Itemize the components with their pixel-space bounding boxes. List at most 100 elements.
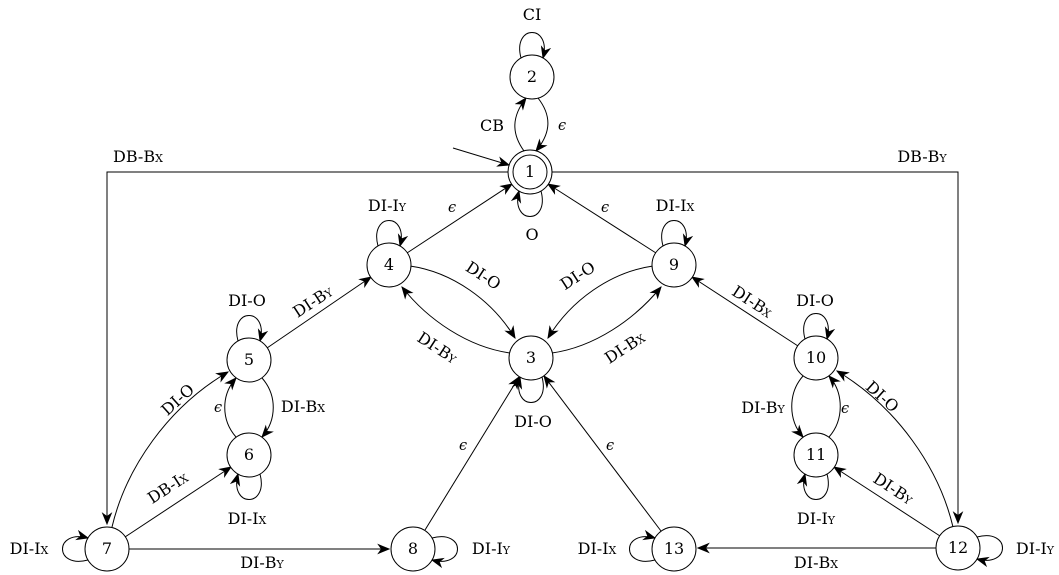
edge-12-to-12-label: DI-Iy — [1016, 539, 1055, 558]
edge-1-to-1 — [510, 189, 543, 217]
state-1: 1 — [507, 149, 553, 195]
edge-4-to-3-label: DI-O — [462, 257, 504, 293]
edge-7-to-8-label: DI-By — [240, 553, 284, 572]
edge-3-to-9 — [551, 286, 662, 354]
state-9-label: 9 — [669, 255, 679, 274]
edge-13-to-3-label: ϵ — [606, 438, 614, 454]
edge-12-to-12 — [975, 535, 1003, 568]
edge-10-to-10 — [803, 313, 836, 341]
edge-8-to-8-label: DI-Iy — [472, 539, 511, 558]
edge-6-to-5 — [224, 377, 237, 438]
state-6-label: 6 — [244, 445, 254, 464]
state-5-label: 5 — [244, 350, 254, 369]
edge-4-to-1 — [406, 183, 513, 254]
edge-7-to-5 — [111, 371, 230, 528]
edge-11-to-10 — [828, 375, 841, 438]
edge-9-to-9 — [661, 220, 694, 248]
edge-10-to-11-label: DI-By — [741, 398, 785, 417]
state-13: 13 — [651, 526, 697, 572]
state-4-label: 4 — [384, 255, 394, 274]
edge-9-to-3-label: DI-O — [557, 257, 599, 293]
state-13-label: 13 — [664, 539, 684, 558]
edge-3-to-3-label: DI-O — [514, 412, 552, 431]
state-12: 12 — [935, 525, 981, 571]
edge-6-to-6-label: DI-Ix — [228, 509, 267, 528]
edge-7-to-7 — [62, 529, 90, 562]
edge-7-to-6 — [124, 466, 232, 538]
edge-1-to-1-label: O — [525, 225, 538, 244]
edge-5-to-4 — [266, 276, 372, 349]
edge-5-to-6-label: DI-Bx — [281, 397, 325, 416]
edge-4-to-4 — [376, 220, 409, 248]
state-11: 11 — [793, 432, 839, 478]
edge-9-to-9-label: DI-Ix — [656, 196, 695, 215]
edge-3-to-4-label: DI-By — [414, 328, 462, 368]
edge-3-to-3 — [511, 375, 544, 403]
edge-2-to-1 — [535, 97, 549, 152]
state-9: 9 — [651, 242, 697, 288]
edge-11-to-10-label: ϵ — [841, 401, 849, 417]
edge-2-to-2-label: CI — [523, 5, 542, 24]
edge-1-to-12 — [552, 171, 964, 525]
edge-11-to-11-label: DI-Iy — [797, 509, 836, 528]
edge-11-to-11 — [796, 472, 829, 500]
edge-8-to-3-label: ϵ — [459, 438, 467, 454]
state-1-accepting-ring — [512, 154, 548, 190]
edge-12-to-11 — [833, 466, 941, 537]
edge-9-to-3 — [547, 265, 654, 340]
edge-1-to-7-label: DB-Bx — [113, 147, 163, 166]
state-1-label: 1 — [525, 162, 535, 181]
edge-5-to-5-label: DI-O — [228, 291, 266, 310]
state-10-label: 10 — [806, 348, 826, 367]
edge-3-to-4 — [401, 286, 511, 354]
edge-10-to-11 — [791, 375, 804, 438]
state-6: 6 — [226, 432, 272, 478]
edge-7-to-5-label: DI-O — [157, 380, 198, 419]
edge-7-to-6-label: DB-Ix — [144, 467, 192, 507]
edge-5-to-4-label: DI-By — [289, 281, 337, 321]
edge-13-to-3 — [543, 375, 662, 532]
edge-8-to-3 — [424, 375, 520, 531]
state-7: 7 — [84, 526, 130, 572]
edge-10-to-9-label: DI-Bx — [729, 282, 777, 322]
edge-2-to-1-label: ϵ — [558, 118, 566, 134]
edge-6-to-6 — [229, 472, 262, 500]
state-8: 8 — [390, 526, 436, 572]
edge-9-to-1 — [547, 183, 657, 254]
state-5: 5 — [226, 337, 272, 383]
edge-1-to-2-label: CB — [480, 116, 504, 135]
edge-9-to-1-label: ϵ — [601, 200, 609, 216]
edge-12-to-10-label: DI-O — [862, 377, 903, 416]
edge-1-to-12-label: DB-By — [897, 147, 947, 166]
state-3: 3 — [508, 335, 554, 381]
edge-12-to-10 — [835, 370, 954, 528]
edge-8-to-8 — [430, 536, 458, 569]
edge-12-to-11-label: DI-By — [870, 469, 918, 509]
state-2-label: 2 — [527, 67, 537, 86]
edge-4-to-3 — [409, 265, 516, 340]
edge-12-to-13-label: DI-Bx — [794, 553, 838, 572]
initial-arrow — [452, 147, 511, 167]
state-3-label: 3 — [526, 348, 536, 367]
edge-6-to-5-label: ϵ — [214, 400, 222, 416]
state-2: 2 — [509, 54, 555, 100]
state-12-label: 12 — [948, 538, 968, 557]
edge-10-to-9 — [691, 276, 799, 347]
edge-1-to-2 — [514, 97, 527, 152]
state-8-label: 8 — [408, 539, 418, 558]
state-7-label: 7 — [102, 539, 112, 558]
edge-3-to-9-label: DI-Bx — [601, 328, 649, 368]
edge-4-to-4-label: DI-Iy — [368, 196, 407, 215]
state-4: 4 — [366, 242, 412, 288]
edge-5-to-6 — [261, 377, 274, 438]
edge-13-to-13 — [629, 529, 657, 562]
edge-10-to-10-label: DI-O — [796, 291, 834, 310]
state-11-label: 11 — [806, 445, 826, 464]
state-10: 10 — [793, 335, 839, 381]
edge-4-to-1-label: ϵ — [448, 200, 456, 216]
edge-1-to-7 — [101, 171, 508, 526]
edge-7-to-7-label: DI-Ix — [10, 539, 49, 558]
edge-5-to-5 — [236, 315, 269, 343]
